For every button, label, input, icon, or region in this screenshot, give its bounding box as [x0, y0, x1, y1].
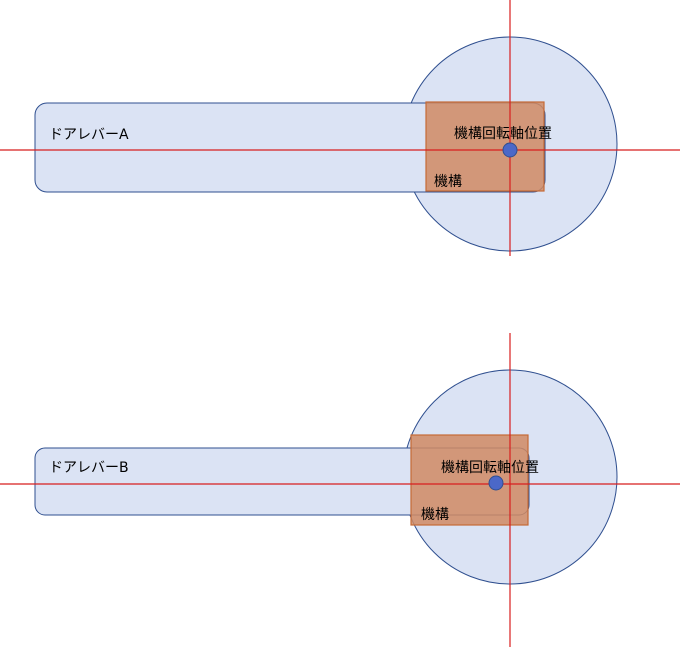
lever-label-a: ドアレバーA: [49, 127, 129, 143]
lever-body-b: [34, 447, 530, 516]
lever-body-a: [34, 102, 546, 193]
mechanism-label-b: 機構: [421, 507, 449, 523]
mechanism-label-a: 機構: [434, 174, 462, 190]
pivot-label-a: 機構回転軸位置: [454, 126, 552, 142]
pivot-point-a: [502, 142, 518, 158]
diagram-a: ドアレバーA 機構回転軸位置 機構: [0, 0, 680, 256]
mechanism-box-a: [425, 101, 545, 192]
pivot-point-b: [488, 475, 504, 491]
lever-label-b: ドアレバーB: [49, 460, 129, 476]
pivot-label-b: 機構回転軸位置: [441, 460, 539, 476]
mechanism-box-b: [410, 434, 529, 526]
diagram-b: ドアレバーB 機構回転軸位置 機構: [0, 333, 680, 647]
